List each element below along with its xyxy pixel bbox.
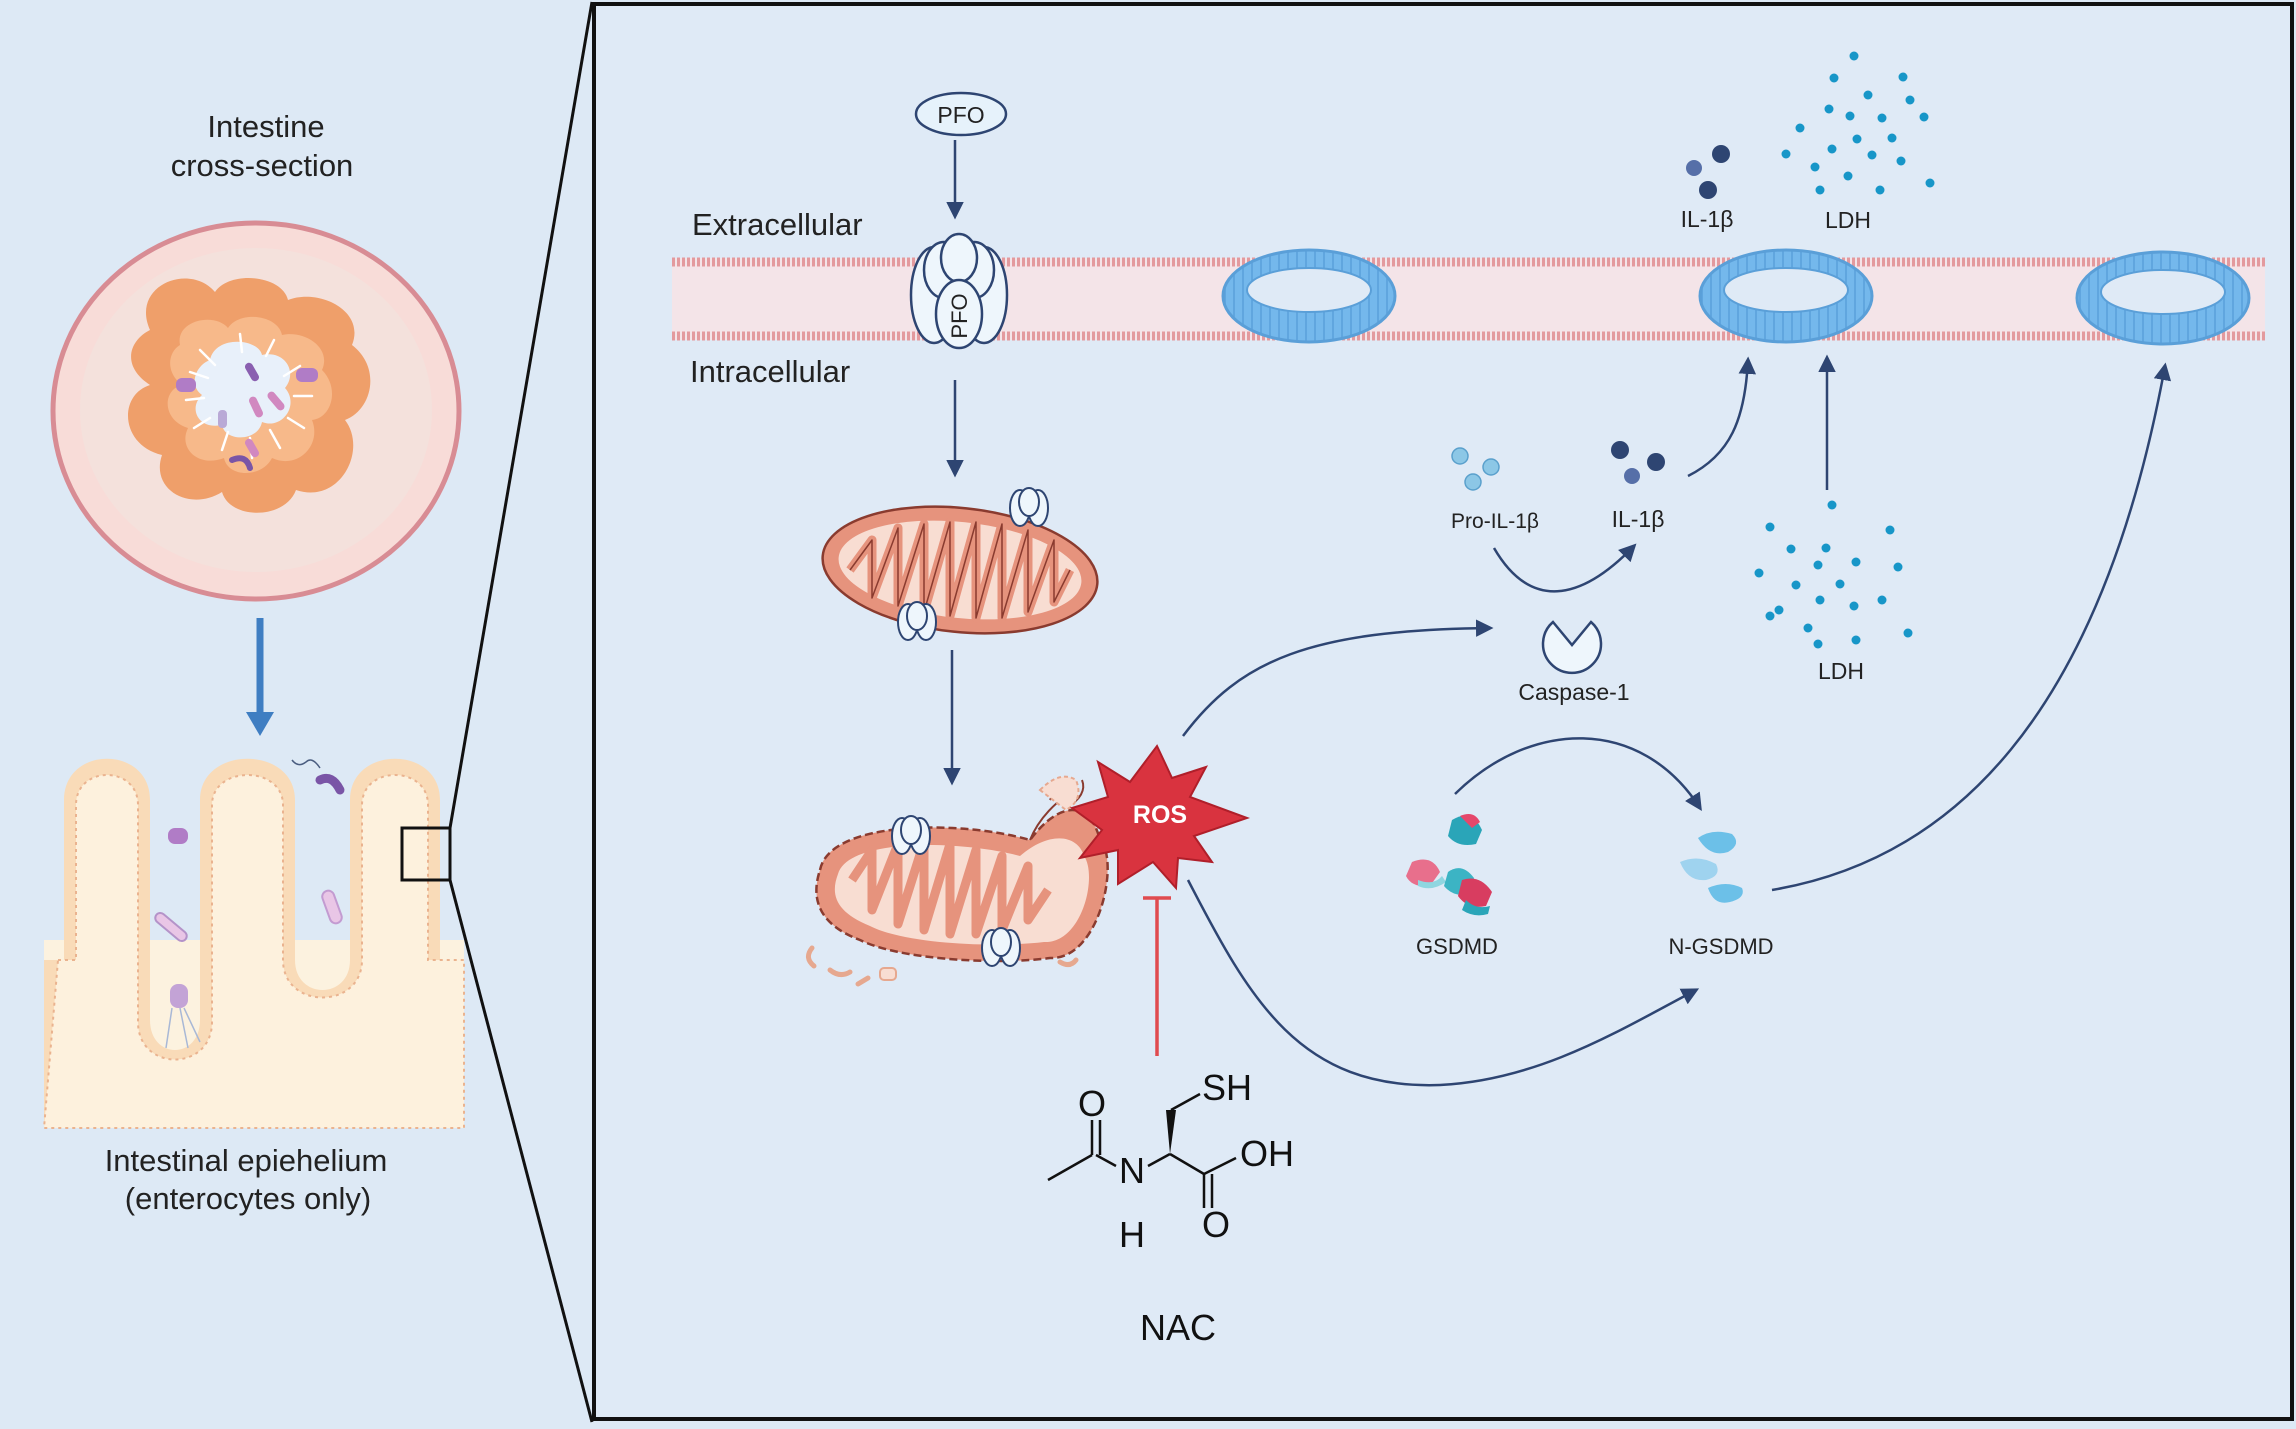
- zoom-box: [400, 826, 452, 882]
- extracellular-label: Extracellular: [692, 207, 863, 242]
- nac-atom-o-left: O: [1078, 1083, 1106, 1124]
- il1b-released-icon: [1686, 145, 1730, 199]
- epithelium-caption-line2: (enterocytes only): [125, 1181, 371, 1216]
- nac-label: NAC: [1140, 1307, 1216, 1348]
- ldh-top-label: LDH: [1825, 207, 1871, 233]
- il1b-mid-icon: [1611, 441, 1665, 484]
- nac-atom-n: N: [1119, 1150, 1145, 1191]
- left-panel: Intestine cross-section: [0, 0, 594, 1424]
- pro-il1b-label: Pro-IL-1β: [1451, 510, 1539, 533]
- arrow-il1b-to-pore: [1687, 356, 1757, 478]
- ros-label: ROS: [1133, 801, 1187, 829]
- pfo-pore-label: PFO: [947, 293, 972, 338]
- il1b-mid-label: IL-1β: [1612, 506, 1665, 532]
- caspase-1-icon: [1541, 620, 1603, 675]
- epithelium-caption-line1: Intestinal epiehelium: [105, 1143, 388, 1178]
- ldh-released-dots: [1781, 51, 1935, 195]
- caspase-1-label: Caspase-1: [1518, 679, 1629, 705]
- gsdmd-icon: [1406, 814, 1492, 916]
- il1b-top-label: IL-1β: [1681, 206, 1734, 232]
- intestine-cross-section-icon: [50, 220, 462, 602]
- nac-structure-icon: [1047, 1092, 1237, 1208]
- zoom-line-bottom: [448, 879, 594, 1423]
- gsdmd-label: GSDMD: [1416, 934, 1498, 959]
- n-gsdmd-label: N-GSDMD: [1668, 934, 1773, 959]
- damaged-mitochondrion-icon: [806, 775, 1109, 987]
- pfo-pore-icon: PFO: [909, 232, 1009, 350]
- arrow-gsdmd-to-n-gsdmd: [1454, 737, 1702, 811]
- arrow-n-gsdmd-to-pore: [1771, 362, 2172, 892]
- pfo-label: PFO: [937, 102, 984, 128]
- pfo-molecule: PFO: [914, 91, 1008, 137]
- arrow-pro-il1b-to-il1b: [1492, 543, 1637, 593]
- ldh-intracellular-dots: [1754, 500, 1913, 649]
- intestine-title-line2: cross-section: [171, 148, 354, 183]
- gasdermin-pore-icon: [1698, 248, 1874, 344]
- gasdermin-pore-icon: [1221, 248, 1397, 344]
- arrow-ros-to-caspase: [1182, 619, 1494, 737]
- zoom-line-top: [448, 1, 594, 829]
- mitochondrion-icon: [821, 487, 1099, 641]
- ros-burst-icon: ROS: [1069, 744, 1250, 891]
- n-gsdmd-icon: [1680, 831, 1743, 903]
- nac-atom-oh: OH: [1240, 1133, 1294, 1174]
- main-panel: Extracellular Intracellular PFO PFO: [592, 2, 2294, 1421]
- arrow-ros-to-n-gsdmd: [1186, 879, 1700, 1087]
- gasdermin-pore-icon: [2075, 250, 2251, 346]
- nac-atom-sh: SH: [1202, 1067, 1252, 1108]
- nac-atom-o-bottom: O: [1202, 1204, 1230, 1245]
- intestine-title-line1: Intestine: [207, 109, 324, 144]
- pro-il1b-icon: [1451, 447, 1500, 491]
- intracellular-label: Intracellular: [690, 354, 850, 389]
- intestinal-epithelium-icon: [42, 758, 465, 1129]
- ldh-mid-label: LDH: [1818, 658, 1864, 684]
- nac-atom-h: H: [1119, 1214, 1145, 1255]
